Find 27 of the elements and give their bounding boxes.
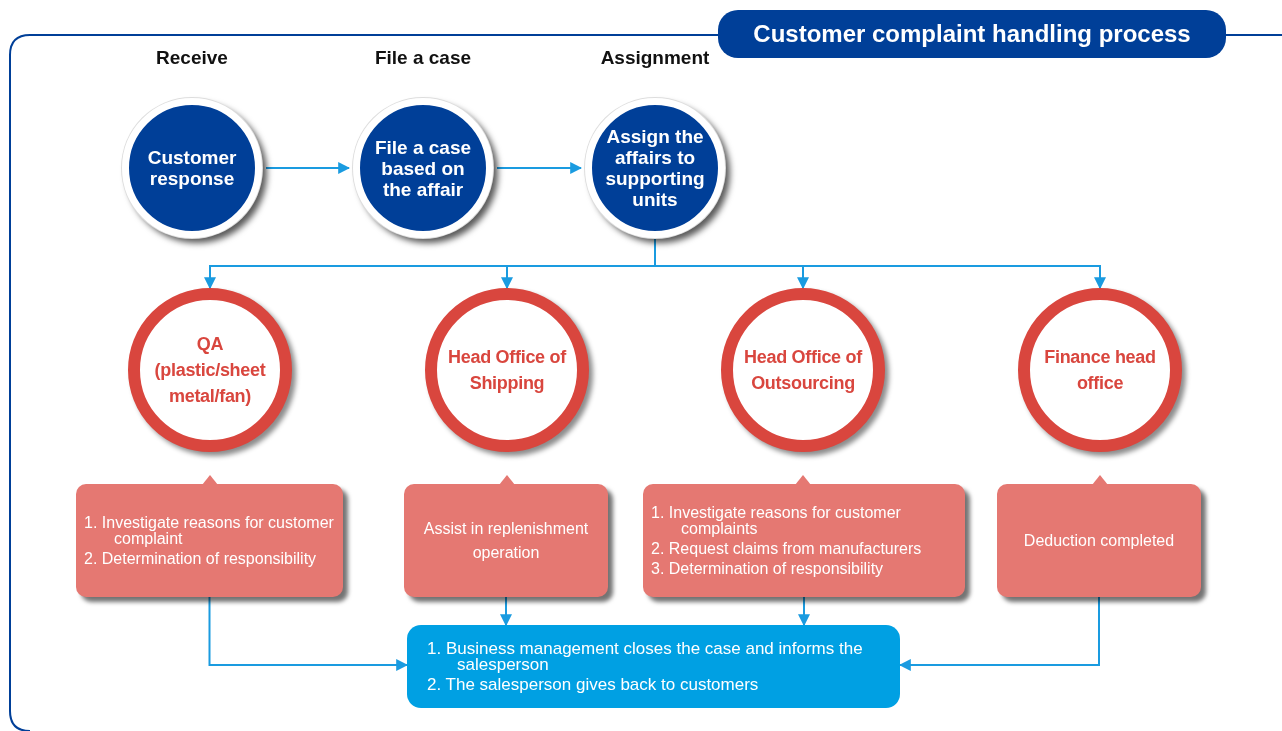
closing-box <box>407 625 900 708</box>
list-item: 1. Investigate reasons for customer complaints <box>651 504 902 537</box>
connector-arrow <box>898 596 1100 671</box>
list-item: 1. Investigate reasons for customer complaint <box>84 514 335 547</box>
department-label: Finance head office <box>1043 346 1157 395</box>
task-text: Deduction completed <box>1022 530 1176 551</box>
title-banner: Customer complaint handling process <box>718 10 1226 58</box>
connector-arrow <box>798 596 810 627</box>
connector-arrow <box>500 596 512 627</box>
step-label: File a case based on the affair <box>373 136 473 200</box>
task-text: Assist in replenishment operation <box>422 518 590 563</box>
step-heading: Receive <box>155 47 229 69</box>
list-item: 1. Business management closes the case and informs the salesperson <box>427 640 864 673</box>
list-item: 3. Determination of responsibility <box>651 560 885 577</box>
list-item: 2. Determination of responsibility <box>84 550 318 567</box>
department-label: Head Office of Outsourcing <box>743 346 864 395</box>
step-heading: Assignment <box>599 47 711 69</box>
list-item: 2. Request claims from manufacturers <box>651 540 923 557</box>
connector-arrow <box>208 596 409 671</box>
department-label: QA (plastic/sheet metal/fan) <box>153 333 267 408</box>
department-label: Head Office of Shipping <box>447 346 568 395</box>
step-heading: File a case <box>373 47 473 69</box>
connector-arrow <box>265 162 351 174</box>
step-label: Customer response <box>146 147 238 189</box>
list-item: 2. The salesperson gives back to customers <box>427 676 760 693</box>
connector-arrow <box>496 162 583 174</box>
step-label: Assign the affairs to supporting units <box>604 126 706 210</box>
